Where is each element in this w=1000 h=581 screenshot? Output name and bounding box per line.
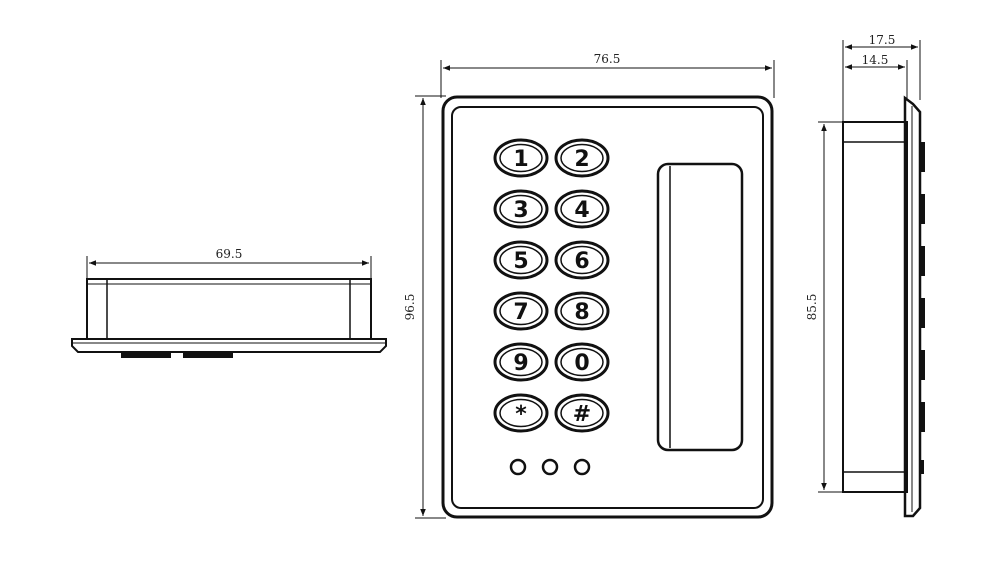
indicator-led [573, 458, 591, 476]
key-label: 2 [574, 147, 589, 172]
keypad: 1 2 3 4 5 6 7 8 9 0 * # [493, 138, 610, 433]
key-7: 7 [493, 291, 549, 331]
bottom-body-outline [86, 278, 372, 340]
key-inner-outline [499, 398, 543, 428]
key-label: 9 [513, 351, 528, 376]
bottom-width-label: 69.5 [216, 247, 243, 261]
key-outline [493, 240, 549, 280]
key-inner-outline [499, 143, 543, 173]
key-outline [554, 291, 610, 331]
key-label: 0 [574, 351, 589, 376]
side-view [818, 40, 922, 518]
side-front-plate [903, 95, 922, 518]
front-width-label: 76.5 [594, 52, 621, 66]
key-inner-outline [560, 296, 604, 326]
key-inner-outline [499, 245, 543, 275]
key-inner-outline [560, 194, 604, 224]
front-height-label: 96.5 [403, 294, 417, 321]
key-outline [554, 393, 610, 433]
key-inner-outline [560, 245, 604, 275]
side-depth-body-label: 14.5 [862, 53, 889, 67]
bottom-view [71, 256, 387, 358]
key-label: 6 [574, 249, 589, 274]
side-key-profile [920, 194, 925, 224]
card-reader-window [656, 162, 744, 452]
key-label: 7 [513, 300, 528, 325]
key-6: 6 [554, 240, 610, 280]
key-label: 3 [513, 198, 528, 223]
key-2: 2 [554, 138, 610, 178]
front-view [415, 60, 775, 519]
key-outline [554, 189, 610, 229]
key-inner-outline [499, 296, 543, 326]
bottom-connector-left [121, 351, 171, 358]
side-key-profile [920, 142, 925, 172]
key-8: 8 [554, 291, 610, 331]
side-depth-total-label: 17.5 [869, 33, 896, 47]
key-star: * [493, 393, 549, 433]
key-label: # [573, 402, 591, 427]
key-outline [554, 138, 610, 178]
front-inner-frame [451, 106, 764, 509]
key-outline [493, 138, 549, 178]
key-3: 3 [493, 189, 549, 229]
key-inner-outline [560, 398, 604, 428]
key-4: 4 [554, 189, 610, 229]
side-height-label: 85.5 [805, 294, 819, 321]
side-body-outline [842, 121, 908, 493]
key-label: 5 [513, 249, 528, 274]
side-led-profile [920, 460, 924, 474]
key-inner-outline [560, 347, 604, 377]
key-outline [554, 342, 610, 382]
key-0: 0 [554, 342, 610, 382]
key-outline [493, 342, 549, 382]
indicator-leds [509, 458, 591, 476]
side-key-profile [920, 350, 925, 380]
key-5: 5 [493, 240, 549, 280]
key-1: 1 [493, 138, 549, 178]
key-inner-outline [499, 347, 543, 377]
key-outline [493, 291, 549, 331]
key-outline [554, 240, 610, 280]
key-inner-outline [560, 143, 604, 173]
side-key-profile [920, 298, 925, 328]
front-outer-frame [441, 95, 774, 519]
key-label: 1 [513, 147, 528, 172]
indicator-led [541, 458, 559, 476]
side-key-profiles [920, 142, 925, 474]
side-key-profile [920, 402, 925, 432]
key-outline [493, 393, 549, 433]
key-outline [493, 189, 549, 229]
bottom-connector-right [183, 351, 233, 358]
bottom-flange-plate [71, 338, 387, 353]
key-label: * [515, 402, 527, 427]
key-label: 8 [574, 300, 589, 325]
key-inner-outline [499, 194, 543, 224]
key-label: 4 [574, 198, 589, 223]
indicator-led [509, 458, 527, 476]
key-hash: # [554, 393, 610, 433]
side-key-profile [920, 246, 925, 276]
key-9: 9 [493, 342, 549, 382]
